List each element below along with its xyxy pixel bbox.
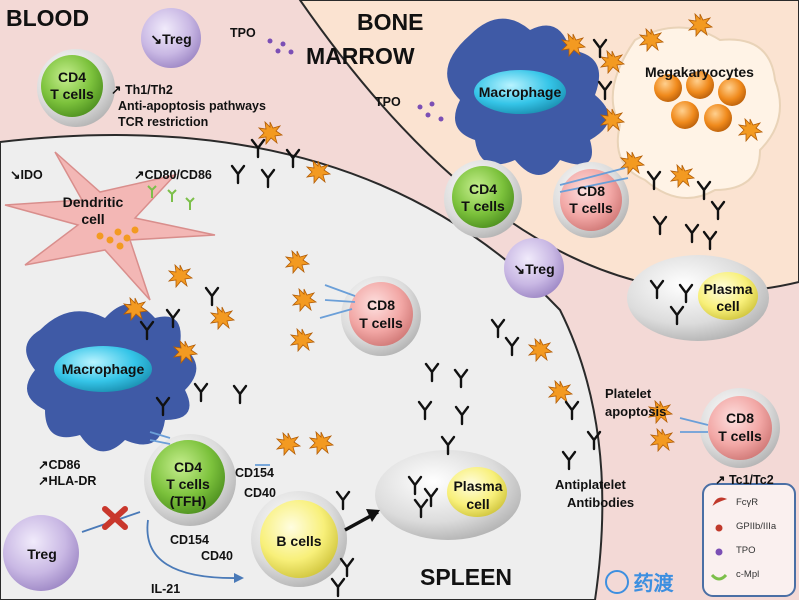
megakaryocyte-cluster <box>611 26 781 199</box>
blood-cd4-label-line2: T cells <box>50 86 94 102</box>
blood-tpo-label: TPO <box>230 26 256 40</box>
marrow-plasma-label-line2: cell <box>716 298 740 314</box>
marrow-cd4-label-line2: T cells <box>461 198 505 214</box>
marrow-plasma-label-line1: Plasma <box>703 281 753 297</box>
spleen-macrophage-label: Macrophage <box>61 361 145 377</box>
marrow-cd8-label-line2: T cells <box>569 200 613 216</box>
dendritic-label-line1: Dendritic <box>62 194 124 210</box>
region-label-spleen: SPLEEN <box>420 564 513 590</box>
spleen-plasma-label-line2: cell <box>466 496 490 512</box>
watermark-logo: 药渡 <box>605 567 673 596</box>
cd40-label-bottom: CD40 <box>201 549 233 563</box>
cd86-label: ↗CD86 <box>38 458 81 472</box>
legend-gpiib: GPIIb/IIIa <box>736 521 777 532</box>
blood-cd4-label-line1: CD4 <box>57 69 86 85</box>
tfh-label-line3: (TFH) <box>169 493 207 509</box>
cd154-label-bottom: CD154 <box>170 533 209 547</box>
marrow-macrophage-label: Macrophage <box>478 84 562 100</box>
blood-note-th: ↗ Th1/Th2 <box>111 83 173 97</box>
legend-tpo: TPO <box>736 545 756 556</box>
cd154-label-top: CD154 <box>235 466 274 480</box>
region-label-marrow: MARROW <box>306 43 415 69</box>
tfh-label-line2: T cells <box>166 476 210 492</box>
region-label-blood: BLOOD <box>6 5 90 31</box>
bcells-label: B cells <box>276 533 322 549</box>
blood-note-apoptosis: Anti-apoptosis pathways <box>118 99 266 113</box>
watermark-text: 药渡 <box>633 571 674 595</box>
antiplatelet-line2: Antibodies <box>567 495 635 510</box>
cd40-label-top: CD40 <box>244 486 276 500</box>
platelet-apoptosis-line1: Platelet <box>605 386 652 401</box>
dendritic-label-line2: cell <box>81 211 105 227</box>
megakaryocytes-label: Megakaryocytes <box>645 64 754 80</box>
marrow-treg-label: ↘Treg <box>513 261 555 277</box>
tc1-tc2-label: ↗ Tc1/Tc2 <box>715 473 774 487</box>
tfh-label-line1: CD4 <box>173 459 202 475</box>
marrow-tpo-label: TPO <box>375 95 401 109</box>
marrow-cd8-label-line1: CD8 <box>576 183 605 199</box>
right-cd8-label-line2: T cells <box>718 428 762 444</box>
antiplatelet-line1: Antiplatelet <box>555 477 626 492</box>
platelet-apoptosis-line2: apoptosis <box>605 404 667 419</box>
hla-dr-label: ↗HLA-DR <box>38 474 97 488</box>
spleen-cd8-label-line2: T cells <box>359 315 403 331</box>
region-label-bone: BONE <box>357 9 424 35</box>
il21-label: IL-21 <box>151 582 181 596</box>
legend-fcgr: FcγR <box>736 497 759 508</box>
marrow-cd4-label-line1: CD4 <box>468 181 497 197</box>
right-cd8-label-line1: CD8 <box>725 410 754 426</box>
blood-treg-label: ↘Treg <box>150 31 192 47</box>
watermark-logo-icon <box>605 569 629 594</box>
spleen-plasma-label-line1: Plasma <box>453 478 503 494</box>
legend-cmpl: c-Mpl <box>736 569 760 580</box>
spleen-treg-label: Treg <box>27 546 57 562</box>
cd80-cd86-label: ↗CD80/CD86 <box>134 168 212 182</box>
blood-note-tcr: TCR restriction <box>118 115 209 129</box>
dendritic-cell-shape <box>4 151 216 301</box>
ido-label: ↘IDO <box>10 168 43 182</box>
spleen-cd8-label-line1: CD8 <box>366 297 395 313</box>
